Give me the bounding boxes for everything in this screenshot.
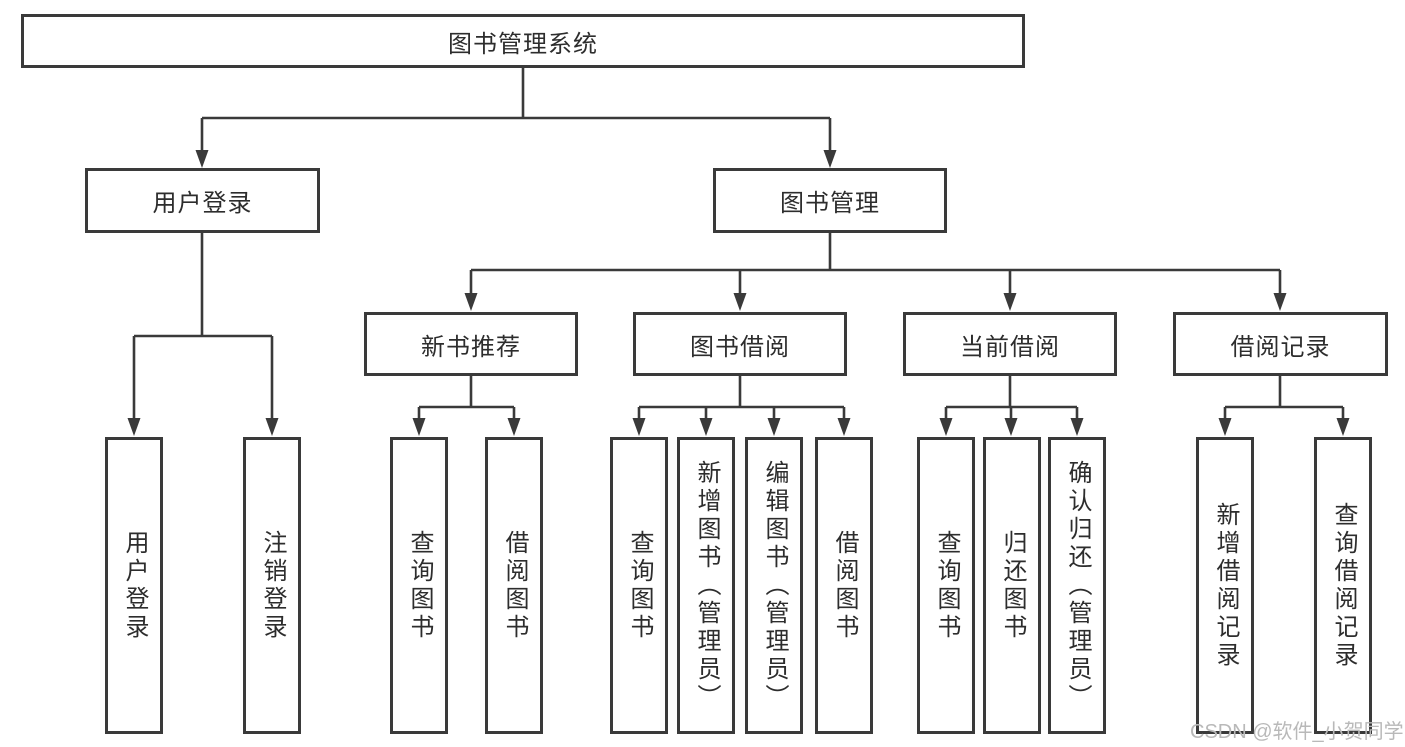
node-root-system: 图书管理系统 <box>21 14 1025 68</box>
node-borrow-records: 借阅记录 <box>1173 312 1388 376</box>
leaf-query-books-borrow: 查询图书 <box>610 437 668 734</box>
leaf-borrow-books-recommend: 借阅图书 <box>485 437 543 734</box>
node-new-book-recommend-label: 新书推荐 <box>421 334 521 361</box>
csdn-watermark: CSDN @软件_小贺同学 <box>1190 721 1404 743</box>
leaf-borrow-books: 借阅图书 <box>815 437 873 734</box>
leaf-return-book: 归还图书 <box>983 437 1041 734</box>
leaf-logout: 注销登录 <box>243 437 301 734</box>
leaf-return-book-label: 归还图书 <box>999 529 1025 642</box>
leaf-query-books-recommend-label: 查询图书 <box>406 529 432 642</box>
node-book-borrow: 图书借阅 <box>633 312 847 376</box>
leaf-confirm-return-admin: 确认归还（管理员） <box>1048 437 1106 734</box>
leaf-confirm-return-admin-label: 确认归还（管理员） <box>1064 459 1090 712</box>
leaf-user-login: 用户登录 <box>105 437 163 734</box>
leaf-query-borrow-record-label: 查询借阅记录 <box>1330 501 1356 670</box>
leaf-user-login-label: 用户登录 <box>121 529 147 642</box>
node-book-borrow-label: 图书借阅 <box>690 334 790 361</box>
leaf-query-books-borrow-label: 查询图书 <box>626 529 652 642</box>
leaf-edit-book-admin: 编辑图书（管理员） <box>745 437 803 734</box>
leaf-borrow-books-label: 借阅图书 <box>831 529 857 642</box>
leaf-query-borrow-record: 查询借阅记录 <box>1314 437 1372 734</box>
leaf-query-books-current-label: 查询图书 <box>933 529 959 642</box>
node-user-login: 用户登录 <box>85 168 320 233</box>
node-current-borrow-label: 当前借阅 <box>960 334 1060 361</box>
node-borrow-records-label: 借阅记录 <box>1230 334 1331 361</box>
node-user-login-label: 用户登录 <box>152 191 253 217</box>
node-root-system-label: 图书管理系统 <box>448 31 598 58</box>
leaf-add-borrow-record-label: 新增借阅记录 <box>1212 501 1238 670</box>
node-book-manage-label: 图书管理 <box>780 191 880 217</box>
leaf-add-borrow-record: 新增借阅记录 <box>1196 437 1254 734</box>
leaf-query-books-current: 查询图书 <box>917 437 975 734</box>
node-book-manage: 图书管理 <box>713 168 947 233</box>
node-new-book-recommend: 新书推荐 <box>364 312 578 376</box>
leaf-add-book-admin-label: 新增图书（管理员） <box>693 459 719 712</box>
leaf-add-book-admin: 新增图书（管理员） <box>677 437 735 734</box>
node-current-borrow: 当前借阅 <box>903 312 1117 376</box>
leaf-edit-book-admin-label: 编辑图书（管理员） <box>761 459 787 712</box>
leaf-borrow-books-recommend-label: 借阅图书 <box>501 529 527 642</box>
leaf-query-books-recommend: 查询图书 <box>390 437 448 734</box>
leaf-logout-label: 注销登录 <box>259 529 285 642</box>
